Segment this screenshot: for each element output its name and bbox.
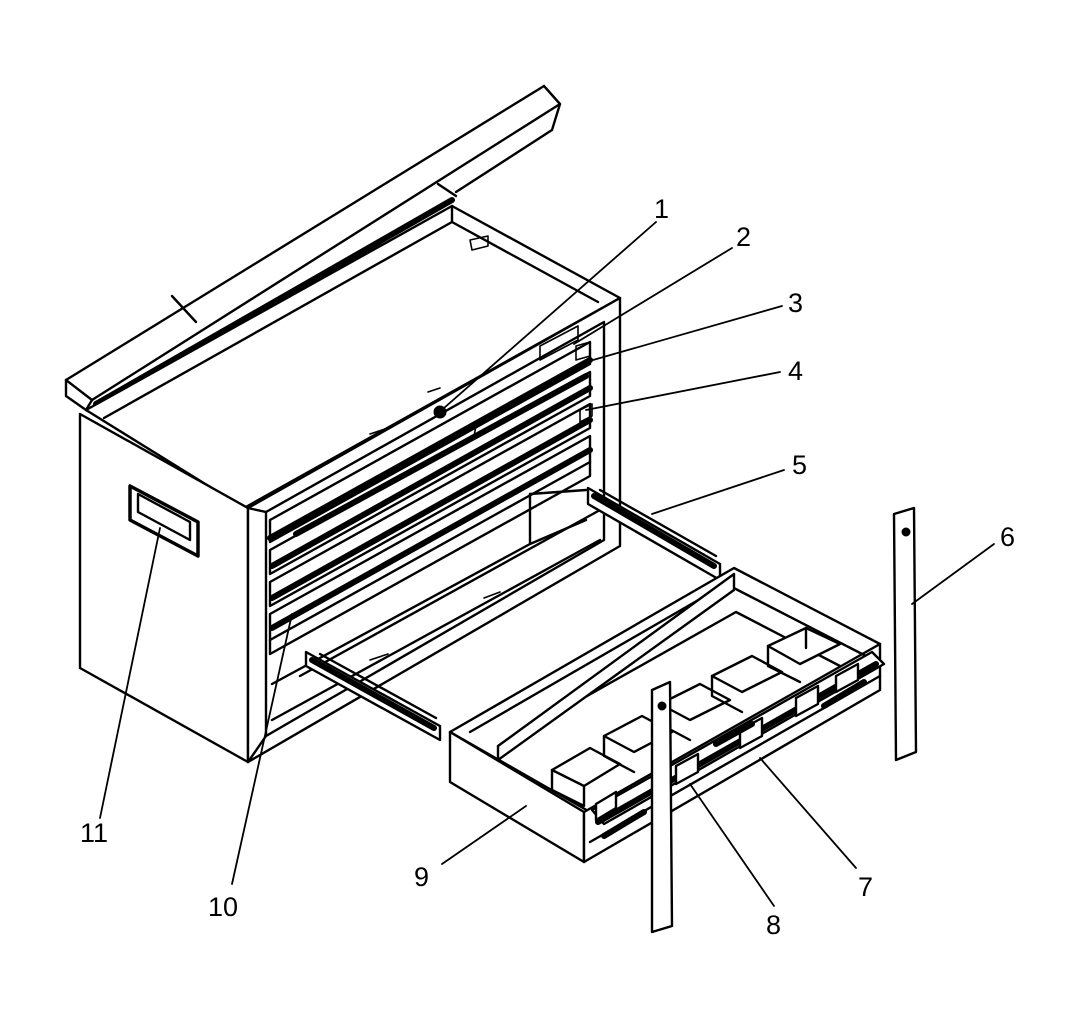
- callout-6: 6: [1000, 522, 1015, 552]
- leader-7: [759, 757, 857, 869]
- leader-5: [651, 469, 785, 515]
- callout-4: 4: [788, 356, 803, 386]
- upper-drawers: [267, 340, 593, 656]
- leader-8: [689, 783, 775, 907]
- leader-10: [231, 613, 293, 885]
- side-handle: [128, 484, 200, 558]
- callout-3: 3: [788, 288, 803, 318]
- leader-lines: [99, 221, 995, 907]
- callout-8: 8: [766, 910, 781, 940]
- leader-11: [99, 527, 161, 819]
- callout-5: 5: [792, 450, 807, 480]
- callout-2: 2: [736, 222, 751, 252]
- liner-strip-left: [650, 680, 674, 934]
- callout-labels: 1 2 3 4 5 6 7 8 9 10 11: [80, 194, 1015, 940]
- bottom-cavity: [270, 488, 602, 722]
- leader-1: [443, 221, 657, 409]
- callout-1: 1: [654, 194, 669, 224]
- callout-9: 9: [414, 862, 429, 892]
- leader-3: [585, 305, 783, 363]
- left-drawer-slide: [304, 650, 442, 742]
- leader-6: [911, 543, 995, 605]
- callout-10: 10: [208, 892, 238, 922]
- callout-7: 7: [858, 872, 873, 902]
- liner-strip-right: [892, 506, 918, 762]
- callout-11: 11: [80, 818, 108, 848]
- leader-4: [585, 371, 781, 411]
- leader-9: [441, 805, 527, 865]
- leader-2: [573, 247, 733, 345]
